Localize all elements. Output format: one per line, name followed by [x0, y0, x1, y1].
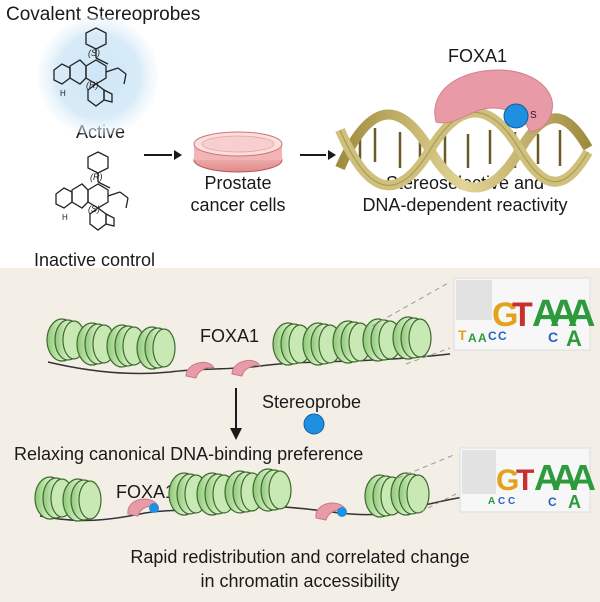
- motif-lower-letter-1: A: [488, 496, 495, 507]
- figure-title: Covalent Stereoprobes: [6, 4, 201, 25]
- stereoprobe-ball-top: [503, 103, 529, 129]
- stereoprobe-ball-lower-1: [149, 503, 159, 513]
- foxa1-low-label: FOXA1: [116, 482, 176, 502]
- chromatin-graphics: T A A C C G T A A A C A: [34, 277, 596, 522]
- motif-lower-letter-2: C: [498, 496, 505, 507]
- top-graphics: (S) (R) H (R) (S) H: [38, 16, 593, 231]
- motif-lower-letter-4: G: [496, 464, 519, 497]
- motif-upper-letter-11: C: [548, 329, 558, 345]
- active-highlight-circle: [38, 16, 158, 136]
- active-stereo-upper: (S): [88, 48, 100, 58]
- nucleosome-group-lower-middle: [168, 468, 292, 516]
- inactive-stereo-lower: (S): [88, 204, 100, 214]
- arrow-to-cells: [144, 150, 182, 160]
- down-arrow: [230, 388, 242, 440]
- motif-upper-letter-4: C: [488, 329, 497, 343]
- result-line1: Rapid redistribution and correlated chan…: [130, 547, 470, 567]
- arrow-to-dna: [300, 150, 336, 160]
- nucleosome-group-upper-left: [46, 318, 176, 370]
- motif-logo-lower: A C C G T A A A C A: [459, 447, 596, 513]
- motif-lower-letter-10: A: [568, 492, 581, 512]
- motif-pointer-upper-a: [371, 281, 451, 327]
- motif-lower-letter-6: A: [534, 457, 560, 498]
- nucleosome-group-lower-right: [364, 472, 430, 518]
- foxa1-mid-label: FOXA1: [200, 326, 260, 346]
- motif-lower-letter-7: A: [552, 457, 578, 498]
- motif-upper-letter-1: T: [458, 327, 467, 343]
- inactive-molecule-structure: [55, 151, 129, 231]
- motif-upper-letter-10: A: [568, 293, 595, 335]
- inactive-label: Inactive control: [34, 250, 156, 270]
- relaxing-text: Relaxing canonical DNA-binding preferenc…: [14, 444, 364, 464]
- motif-lower-letter-9: C: [548, 495, 557, 509]
- motif-lower-letter-5: T: [516, 464, 534, 497]
- foxa1-top-label: FOXA1: [448, 46, 508, 66]
- nucleosome-group-upper-right: [272, 316, 432, 366]
- motif-upper-letter-8: A: [532, 293, 559, 335]
- motif-lower-letter-3: C: [508, 496, 515, 507]
- dna-double-helix: [335, 107, 593, 193]
- nucleosome-group-lower-left: [34, 476, 102, 522]
- cys-s-label: S: [530, 110, 537, 121]
- motif-upper-letter-12: A: [566, 326, 582, 351]
- motif-pointer-lower-b: [419, 493, 457, 513]
- active-nh-label: H: [60, 89, 66, 98]
- motif-upper-letter-3: A: [478, 331, 487, 345]
- foxa1-bound-upper-1: [185, 361, 215, 379]
- active-stereo-lower: (R): [86, 80, 99, 90]
- motif-pointer-upper-b: [405, 347, 451, 365]
- motif-logo-upper: T A A C C G T A A A C A: [453, 277, 595, 351]
- petri-dish-icon: [193, 131, 283, 173]
- stereoprobe-label: Stereoprobe: [262, 392, 362, 412]
- motif-pointer-lower-a: [397, 453, 457, 479]
- motif-upper-letter-6: G: [492, 296, 518, 334]
- dish-label-line1: Prostate: [204, 173, 272, 193]
- dish-label-line2: cancer cells: [190, 195, 286, 215]
- stereoprobe-ball-legend: [303, 413, 325, 435]
- result-line2: in chromatin accessibility: [200, 571, 400, 591]
- motif-upper-letter-5: C: [498, 329, 507, 343]
- foxa1-bound-upper-2: [231, 359, 261, 377]
- motif-upper-letter-7: T: [512, 296, 533, 334]
- reactivity-line2: DNA-dependent reactivity: [362, 195, 568, 215]
- inactive-nh-label: H: [62, 213, 68, 222]
- stereoprobe-ball-lower-2: [337, 507, 347, 517]
- inactive-stereo-upper: (R): [90, 172, 103, 182]
- motif-upper-letter-2: A: [468, 331, 477, 345]
- motif-upper-letter-9: A: [550, 293, 577, 335]
- active-molecule-structure: [53, 27, 127, 107]
- motif-lower-letter-8: A: [570, 457, 596, 498]
